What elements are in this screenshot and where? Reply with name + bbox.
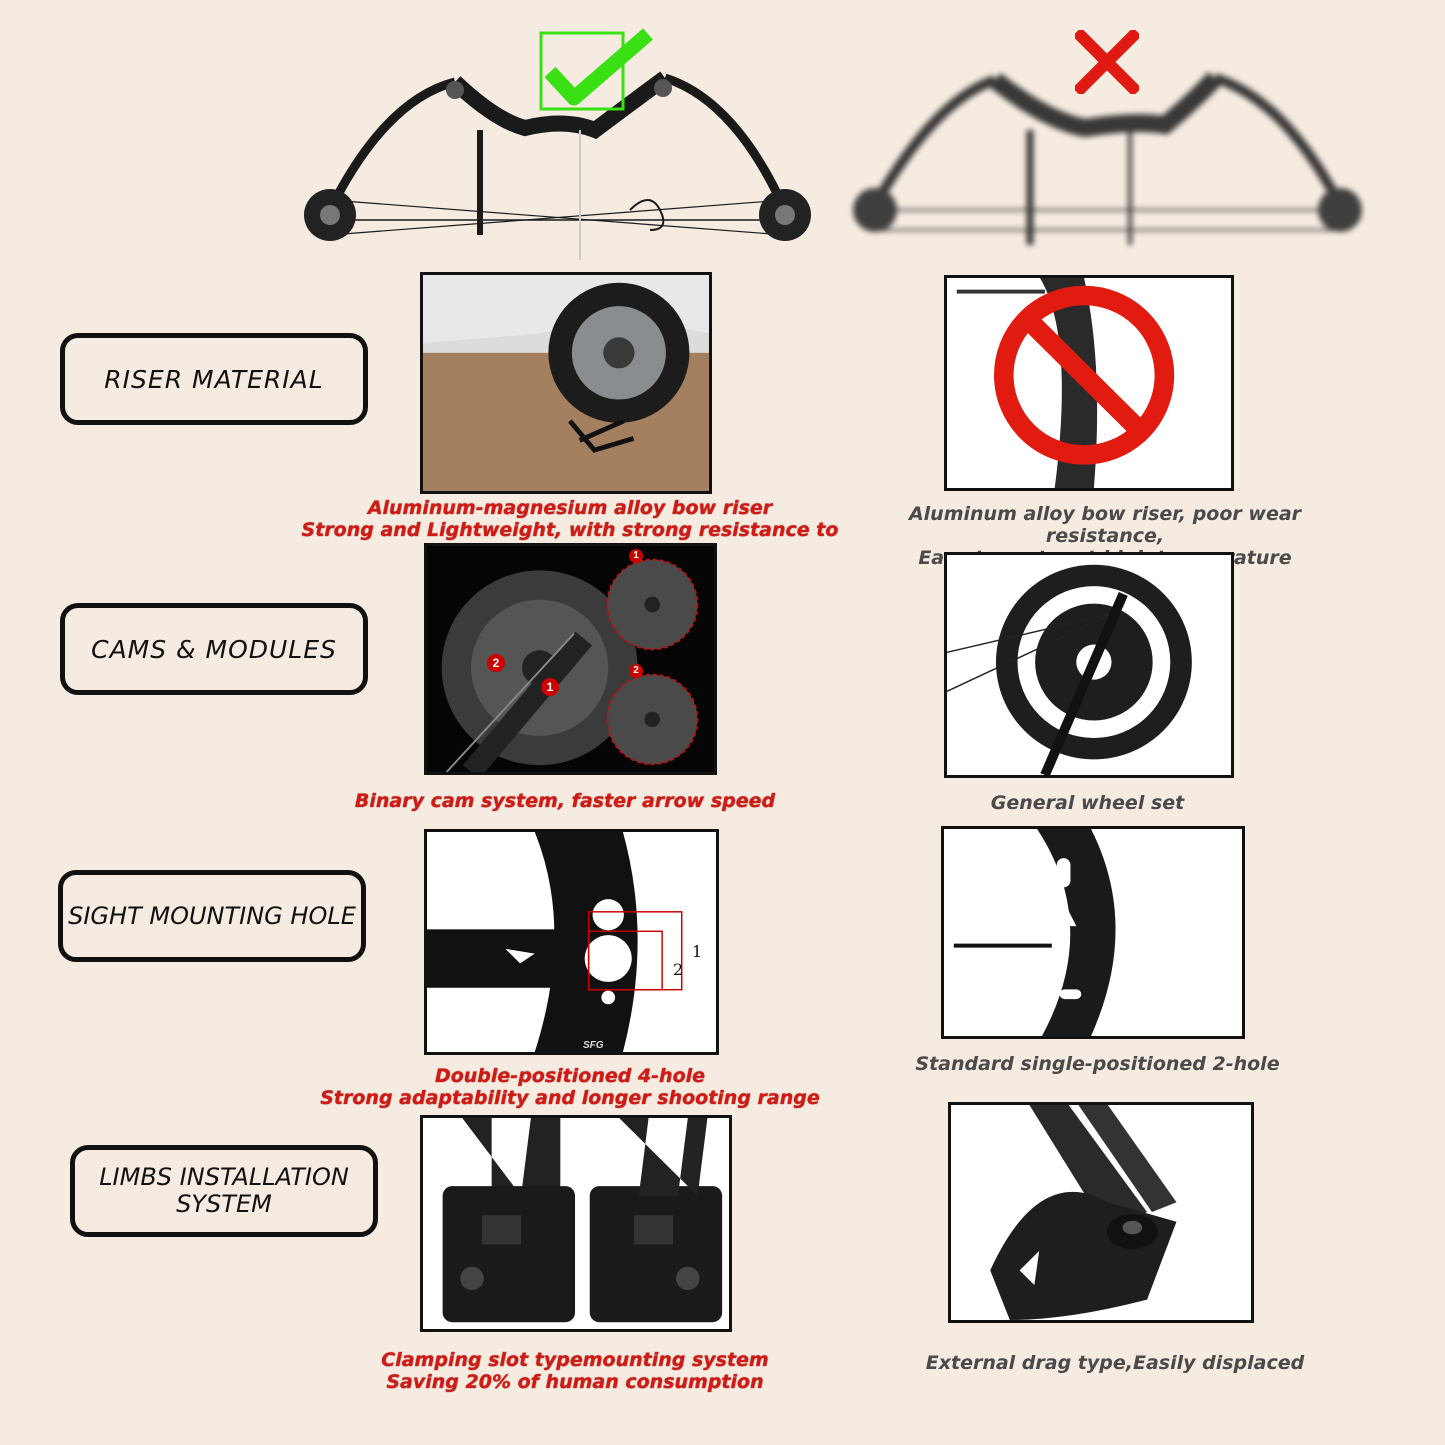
sight-bad-caption: Standard single-positioned 2-hole — [915, 1053, 1280, 1075]
bad-bow-illustration — [845, 70, 1370, 250]
riser-good-caption: Aluminum-magnesium alloy bow riser Stron… — [301, 497, 839, 563]
cams-modules-label: CAMS & MODULES — [60, 603, 368, 695]
limbs-bad-caption: External drag type,Easily displaced — [925, 1352, 1305, 1374]
riser-material-label: RISER MATERIAL — [60, 333, 368, 425]
sight-good-caption: Double-positioned 4-hole Strong adaptabi… — [320, 1065, 820, 1109]
cam-marker-badge: 1 — [629, 549, 643, 563]
sight-marker-number: 1 — [692, 942, 703, 961]
cams-bad-photo — [944, 552, 1234, 778]
cam-marker-badge: 2 — [487, 654, 505, 672]
limbs-good-caption: Clamping slot typemounting system Saving… — [381, 1349, 769, 1393]
cross-mark-icon — [1072, 27, 1142, 97]
cam-marker-badge: 2 — [629, 664, 643, 678]
limbs-installation-label: LIMBS INSTALLATION SYSTEM — [70, 1145, 378, 1237]
sfg-logo-text: SFG — [583, 1040, 604, 1051]
sight-good-photo: 1 2 SFG — [424, 829, 719, 1055]
cams-good-caption: Binary cam system, faster arrow speed — [354, 790, 776, 812]
check-mark-icon — [538, 28, 656, 112]
good-bow-illustration — [295, 60, 820, 260]
cams-good-photo: 1 2 2 1 — [424, 543, 717, 775]
sight-mounting-hole-label: SIGHT MOUNTING HOLE — [58, 870, 366, 962]
riser-good-photo — [420, 272, 712, 494]
sight-bad-photo — [941, 826, 1245, 1039]
sight-marker-number: 2 — [673, 960, 684, 979]
limbs-good-photo — [420, 1115, 732, 1332]
riser-bad-photo — [944, 275, 1234, 491]
cam-marker-badge: 1 — [541, 678, 559, 696]
limbs-bad-photo — [948, 1102, 1254, 1323]
cams-bad-caption: General wheel set — [990, 792, 1185, 814]
